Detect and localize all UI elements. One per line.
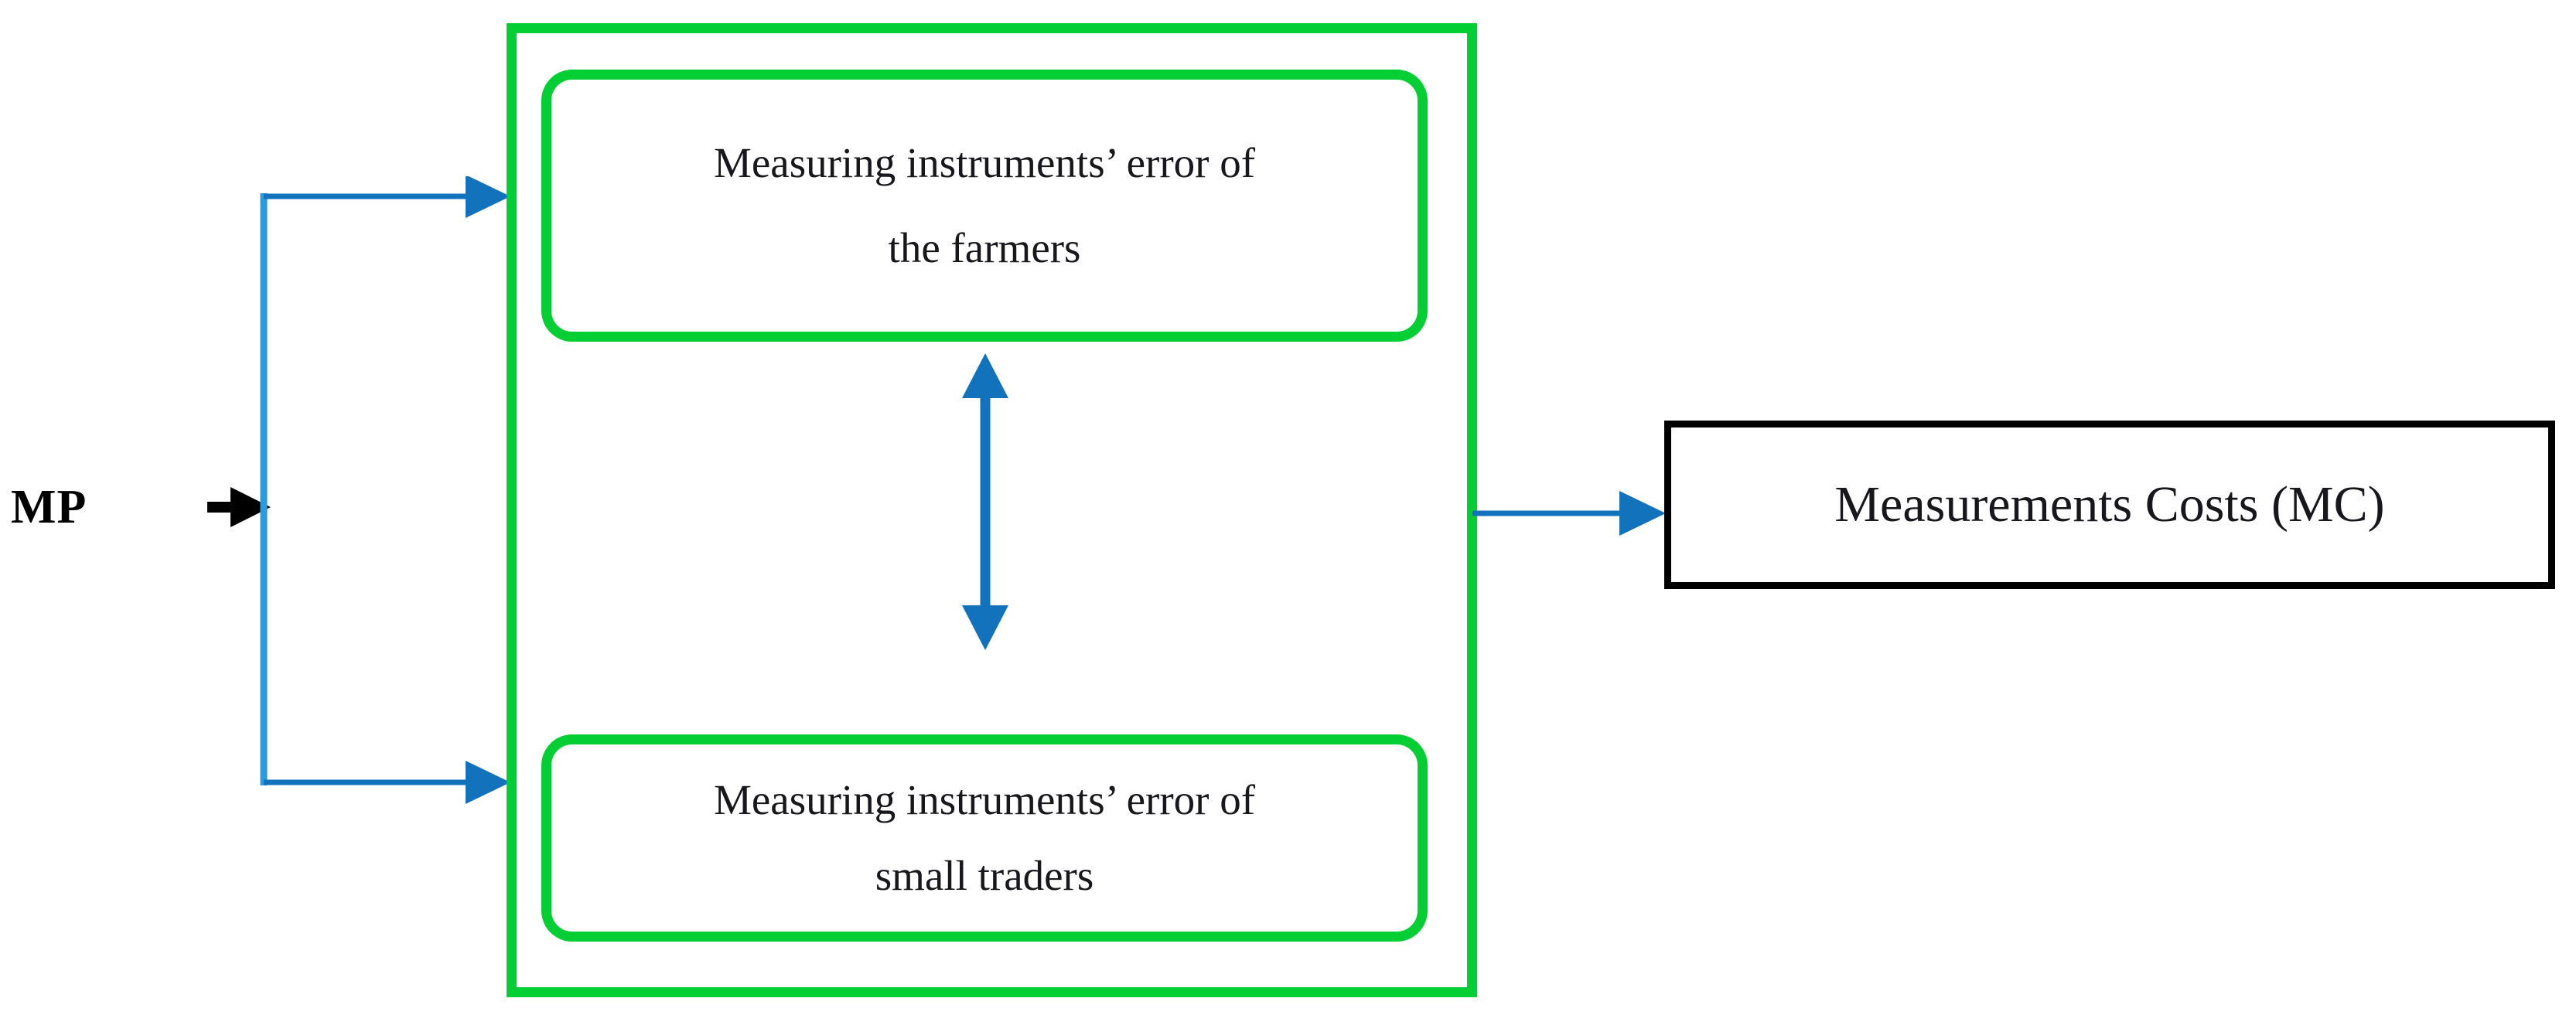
small-traders-error-line1: Measuring instruments’ error of <box>713 776 1256 824</box>
blue-trunk-connector <box>247 175 526 804</box>
farmers-error-line2: the farmers <box>888 224 1081 271</box>
mp-feed-arrow-icon <box>207 479 274 535</box>
mp-source-label: MP <box>11 481 87 533</box>
measurements-costs-label: Measurements Costs (MC) <box>1834 476 2385 533</box>
measurement-error-group-box <box>507 23 1477 997</box>
group-to-outcome-arrow-icon <box>1469 483 1672 543</box>
bidirectional-arrow-icon <box>948 352 1022 652</box>
small-traders-error-line2: small traders <box>875 852 1094 899</box>
small-traders-error-box[interactable]: Measuring instruments’ error of small tr… <box>541 734 1428 942</box>
farmers-error-line1: Measuring instruments’ error of <box>713 139 1256 187</box>
measurements-costs-box[interactable]: Measurements Costs (MC) <box>1664 421 2555 589</box>
farmers-error-box[interactable]: Measuring instruments’ error of the farm… <box>541 70 1428 342</box>
